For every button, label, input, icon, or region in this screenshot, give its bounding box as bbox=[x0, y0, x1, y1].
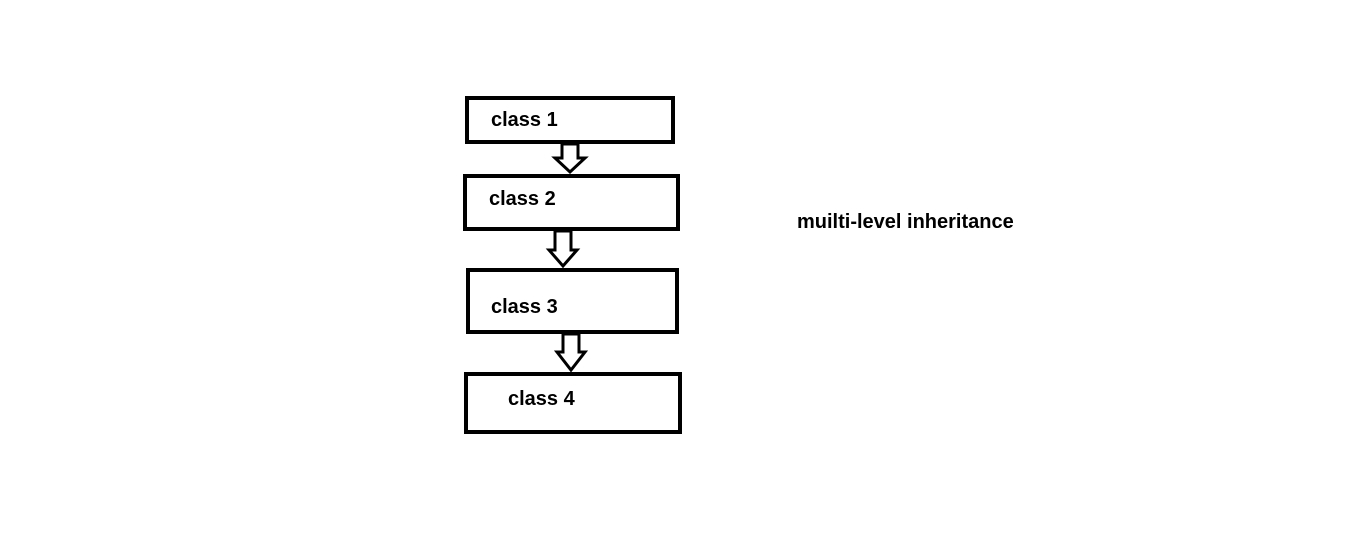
class-4-box bbox=[464, 372, 682, 434]
class-1-box bbox=[465, 96, 675, 144]
class-4-label: class 4 bbox=[508, 388, 575, 410]
hollow-down-arrow-icon bbox=[545, 229, 581, 269]
hollow-down-arrow-icon bbox=[551, 142, 589, 175]
class-3-label: class 3 bbox=[491, 296, 558, 318]
diagram-title: muilti-level inheritance bbox=[797, 211, 1014, 233]
class-1-label: class 1 bbox=[491, 109, 558, 131]
class-2-label: class 2 bbox=[489, 188, 556, 210]
class-3-box bbox=[466, 268, 679, 334]
class-2-box bbox=[463, 174, 680, 231]
hollow-down-arrow-icon bbox=[553, 332, 589, 373]
